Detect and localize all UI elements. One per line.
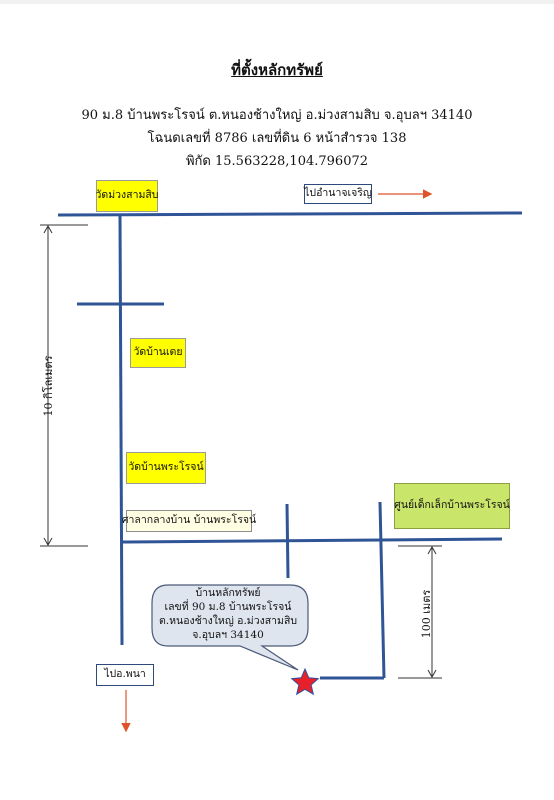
callout-line-2: เลขที่ 90 ม.8 บ้านพระโรจน์ xyxy=(164,601,292,613)
address-line-1: 90 ม.8 บ้านพระโรจน์ ต.หนองช้างใหญ่ อ.ม่ว… xyxy=(81,108,473,123)
label-child-center: ศูนย์เด็กเล็กบ้านพระโรจน์ xyxy=(394,483,510,529)
label-distance-10km: 10 กิโลเมตร xyxy=(42,355,55,417)
label-to-phana: ไปอ.พนา xyxy=(96,664,154,686)
label-wat-ban-loei: วัดบ้านเตย xyxy=(130,338,186,368)
road-main-vertical xyxy=(118,215,124,646)
dimension-10km xyxy=(40,224,88,547)
dimension-100m xyxy=(398,545,442,679)
road-village xyxy=(121,537,503,544)
roads xyxy=(57,211,523,680)
callout-line-1: บ้านหลักทรัพย์ xyxy=(195,587,261,599)
page-title: ที่ตั้งหลักทรัพย์ xyxy=(231,61,323,79)
label-to-amnat-charoen: ไปอำนาจเจริญ xyxy=(304,184,372,204)
callout-line-4: จ.อุบลฯ 34140 xyxy=(192,629,264,641)
callout-line-3: ต.หนองช้างใหญ่ อ.ม่วงสามสิบ xyxy=(158,615,298,627)
address-line-2: โฉนดเลขที่ 8786 เลขที่ดิน 6 หน้าสำรวจ 13… xyxy=(147,131,407,146)
label-distance-100m: 100 เมตร xyxy=(420,589,433,639)
page-top-edge xyxy=(0,0,554,4)
property-callout-text: บ้านหลักทรัพย์ เลขที่ 90 ม.8 บ้านพระโรจน… xyxy=(150,586,306,642)
road-to-property xyxy=(378,501,386,679)
label-wat-muang-samsip: วัดม่วงสามสิบ xyxy=(96,180,158,212)
property-location-star-icon xyxy=(290,667,320,696)
coordinates-line: พิกัด 15.563228,104.796072 xyxy=(185,154,369,169)
label-sala-klang-ban: ศาลากลางบ้าน บ้านพระโรจน์ xyxy=(122,510,256,532)
road-village-cross xyxy=(285,503,290,579)
label-wat-ban-phra-rot: วัดบ้านพระโรจน์ xyxy=(126,452,206,484)
road-main-top xyxy=(57,211,523,217)
property-callout-bubble xyxy=(151,584,309,671)
